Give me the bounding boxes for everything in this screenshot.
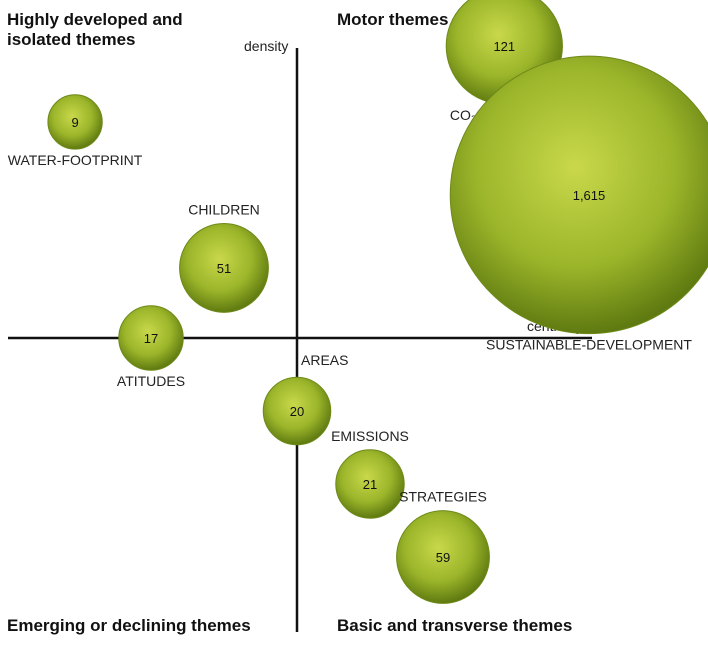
theme-label: EMISSIONS xyxy=(331,428,409,444)
bubble-4 xyxy=(118,305,184,371)
theme-label: AREAS xyxy=(301,352,348,368)
bubble-5 xyxy=(262,376,332,446)
quadrant-title-top-left: Highly developed and isolated themes xyxy=(7,10,183,49)
bubble-value-label: 17 xyxy=(144,331,158,346)
bubble-1 xyxy=(47,94,103,150)
bubble-value-label: 51 xyxy=(217,261,231,276)
bubble-value-label: 21 xyxy=(363,477,377,492)
bubble-value-label: 9 xyxy=(71,115,78,130)
bubble-value-label: 20 xyxy=(290,404,304,419)
quadrant-title-bottom-left: Emerging or declining themes xyxy=(7,616,251,635)
bubble-2 xyxy=(449,55,708,335)
theme-label: SUSTAINABLE-DEVELOPMENT xyxy=(486,337,692,353)
theme-label: CHILDREN xyxy=(188,202,260,218)
theme-label: STRATEGIES xyxy=(399,489,487,505)
bubble-value-label: 59 xyxy=(436,550,450,565)
theme-label: WATER-FOOTPRINT xyxy=(8,152,143,168)
bubble-value-label: 121 xyxy=(493,39,515,54)
bubble-6 xyxy=(335,449,405,519)
theme-label: ATITUDES xyxy=(117,373,185,389)
quadrant-title-bottom-right: Basic and transverse themes xyxy=(337,616,573,635)
bubble-marks: 121CO₂-EMISSIONS9WATER-FOOTPRINT1,615SUS… xyxy=(8,0,708,604)
bubble-3 xyxy=(179,223,269,313)
bubble-value-label: 1,615 xyxy=(573,188,606,203)
bubble-7 xyxy=(396,510,490,604)
quadrant-title-top-right: Motor themes xyxy=(337,10,449,29)
y-axis-label: density xyxy=(244,38,288,54)
